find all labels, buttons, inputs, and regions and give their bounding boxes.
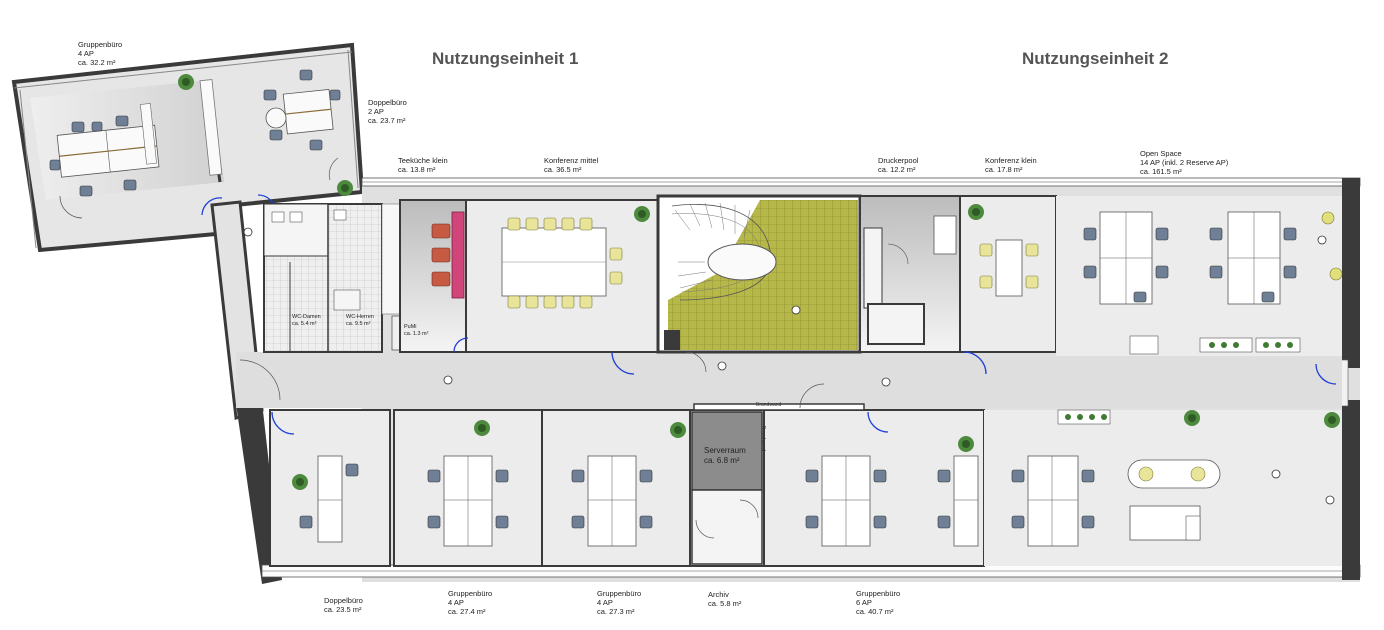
unit-title-1: Nutzungseinheit 1 xyxy=(432,49,579,68)
desk-cluster xyxy=(56,103,160,178)
bottom-rooms xyxy=(269,403,1342,567)
brandwand-horizontal: Brandwand xyxy=(756,402,782,408)
brandwand-vertical: Brandwand xyxy=(760,426,766,452)
top-left-wing xyxy=(11,42,365,253)
doors xyxy=(271,337,1337,435)
top-rooms xyxy=(263,194,1343,535)
unit-title-2: Nutzungseinheit 2 xyxy=(1022,49,1169,68)
